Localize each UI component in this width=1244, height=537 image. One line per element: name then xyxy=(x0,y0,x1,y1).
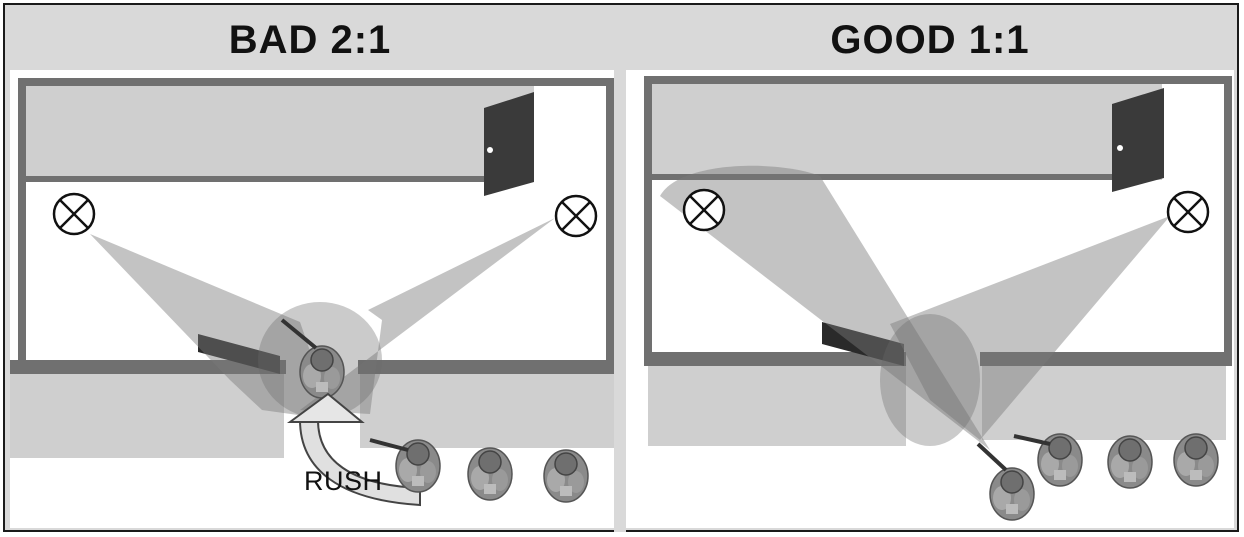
soldier-icon xyxy=(1173,433,1219,487)
soldier-icon xyxy=(369,438,441,493)
right-door-icon xyxy=(1112,88,1164,192)
left-roof-block xyxy=(24,84,534,182)
left-panel xyxy=(10,70,614,528)
soldier-icon xyxy=(1013,433,1083,487)
soldier-icon xyxy=(280,318,345,399)
bad-panel-title: BAD 2:1 xyxy=(228,18,392,62)
right-lower-wall-face-east xyxy=(982,366,1226,440)
right-soldier-sector xyxy=(880,314,980,446)
soldier-icon xyxy=(976,442,1035,521)
right-bottom-wall-west xyxy=(644,352,906,366)
left-sector-west xyxy=(90,234,334,420)
left-inner-wall xyxy=(26,176,532,182)
left-bottom-wall-east xyxy=(358,360,614,374)
right-sector-east xyxy=(890,216,1170,440)
enemy-target-icon xyxy=(682,188,726,232)
soldier-icon xyxy=(543,449,589,503)
left-lower-wall-face-west xyxy=(10,374,284,458)
left-bottom-wall-west xyxy=(10,360,286,374)
right-panel xyxy=(626,70,1234,528)
right-inner-wall xyxy=(652,174,1114,180)
left-door-icon xyxy=(484,92,534,196)
enemy-target-icon xyxy=(554,194,598,238)
rush-arrow-icon xyxy=(286,392,421,507)
right-roof-block xyxy=(652,84,1162,180)
enemy-target-icon xyxy=(52,192,96,236)
right-sector-lead xyxy=(660,165,990,450)
good-panel-title: GOOD 1:1 xyxy=(830,18,1030,62)
right-lower-wall-face-west xyxy=(648,366,906,446)
left-lower-wall-face-east xyxy=(360,374,614,448)
right-entry-door-icon xyxy=(822,322,904,366)
soldier-icon xyxy=(1107,435,1153,489)
enemy-target-icon xyxy=(1166,190,1210,234)
rush-label: RUSH xyxy=(304,466,383,496)
left-sector-east xyxy=(300,218,555,414)
soldier-icon xyxy=(467,447,513,501)
left-entry-door-icon xyxy=(198,334,280,374)
right-bottom-wall-east xyxy=(980,352,1232,366)
panel-divider xyxy=(614,70,626,532)
